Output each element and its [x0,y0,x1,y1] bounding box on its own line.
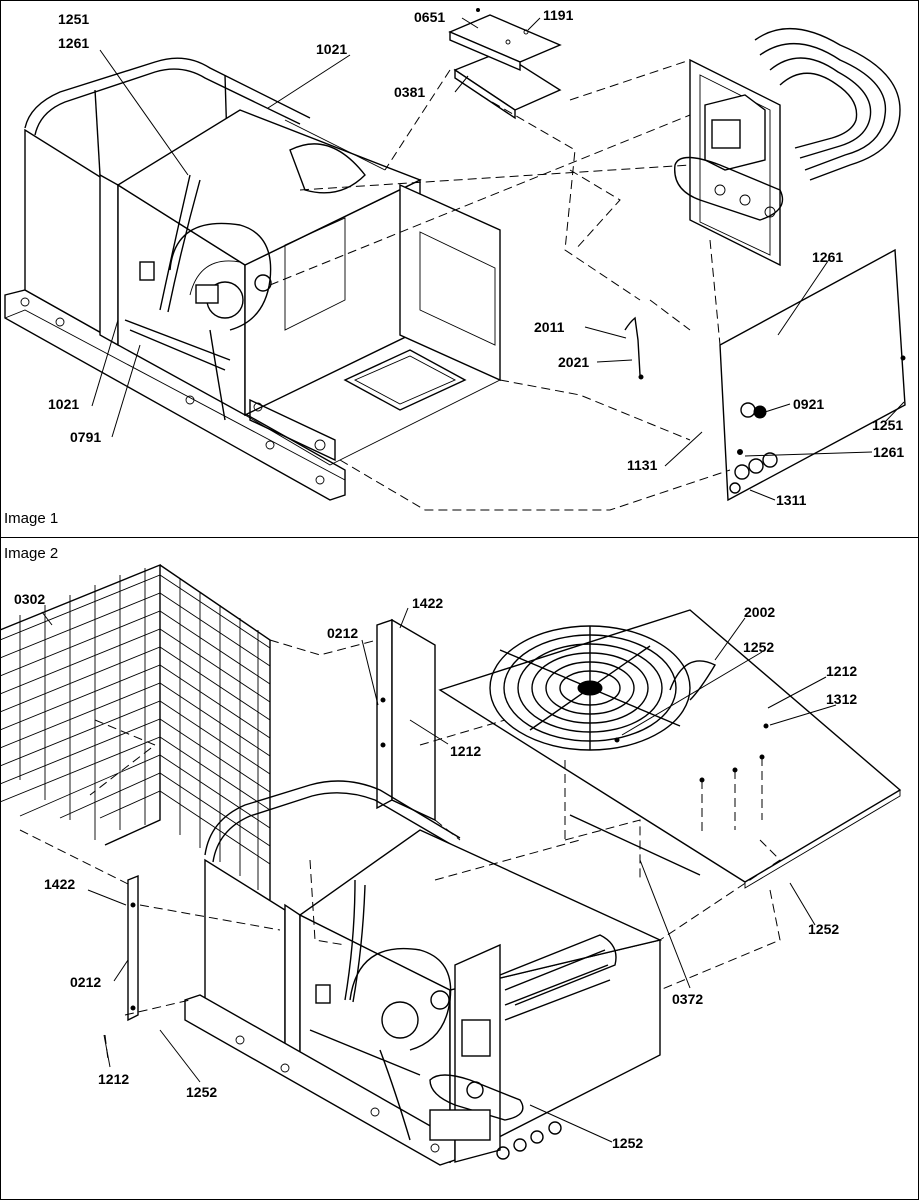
callout-label: 0372 [672,991,704,1007]
panel-divider [0,537,919,538]
wire-clip [624,316,641,376]
callout-label: 1261 [873,444,905,460]
unit-cabinet-image2 [184,780,663,1166]
assembly-lines-image2 [19,639,781,1061]
callout-label: 2011 [534,319,565,335]
callout-label: 1422 [44,876,76,892]
callout-label: 0381 [394,84,426,100]
callout-label: 1312 [826,691,858,707]
callout-label: 1131 [627,457,658,473]
wire-grille [0,563,271,900]
callout-label: 1021 [48,396,80,412]
callout-label: 0921 [793,396,825,412]
assembly-lines-image1 [269,59,731,511]
heater-kit-assembly [674,28,901,267]
callout-label: 1252 [743,639,775,655]
access-panel [719,248,906,502]
callout-label: 2002 [744,604,776,620]
callout-label: 1251 [872,417,904,433]
callout-label: 0212 [327,625,359,641]
callout-label: 0791 [70,429,102,445]
callout-label: 1252 [808,921,840,937]
callout-label: 1252 [186,1084,218,1100]
callout-label: 1212 [98,1071,130,1087]
callout-label: 1021 [316,41,348,57]
callout-label: 1261 [812,249,844,265]
callout-label: 1311 [776,492,807,508]
top-cover-fan-guard [438,609,902,889]
callout-label: 0651 [414,9,446,25]
filter-plates [448,8,562,120]
leaders-image1 [91,17,905,501]
corner-posts [127,618,436,1022]
callout-label: 0212 [70,974,102,990]
callout-label: 1252 [612,1135,644,1151]
callout-label: 1212 [450,743,482,759]
callout-label: 0302 [14,591,46,607]
callout-label: 2021 [558,354,590,370]
callout-label: 1251 [58,11,90,27]
callout-label: 1191 [543,7,574,23]
leaders-image2 [41,607,837,1143]
panel-title-image2: Image 2 [4,545,59,562]
unit-cabinet-image1 [4,57,501,501]
callout-label: 1422 [412,595,444,611]
callout-label: 1212 [826,663,858,679]
panel-title-image1: Image 1 [4,510,59,527]
callout-label: 1261 [58,35,90,51]
